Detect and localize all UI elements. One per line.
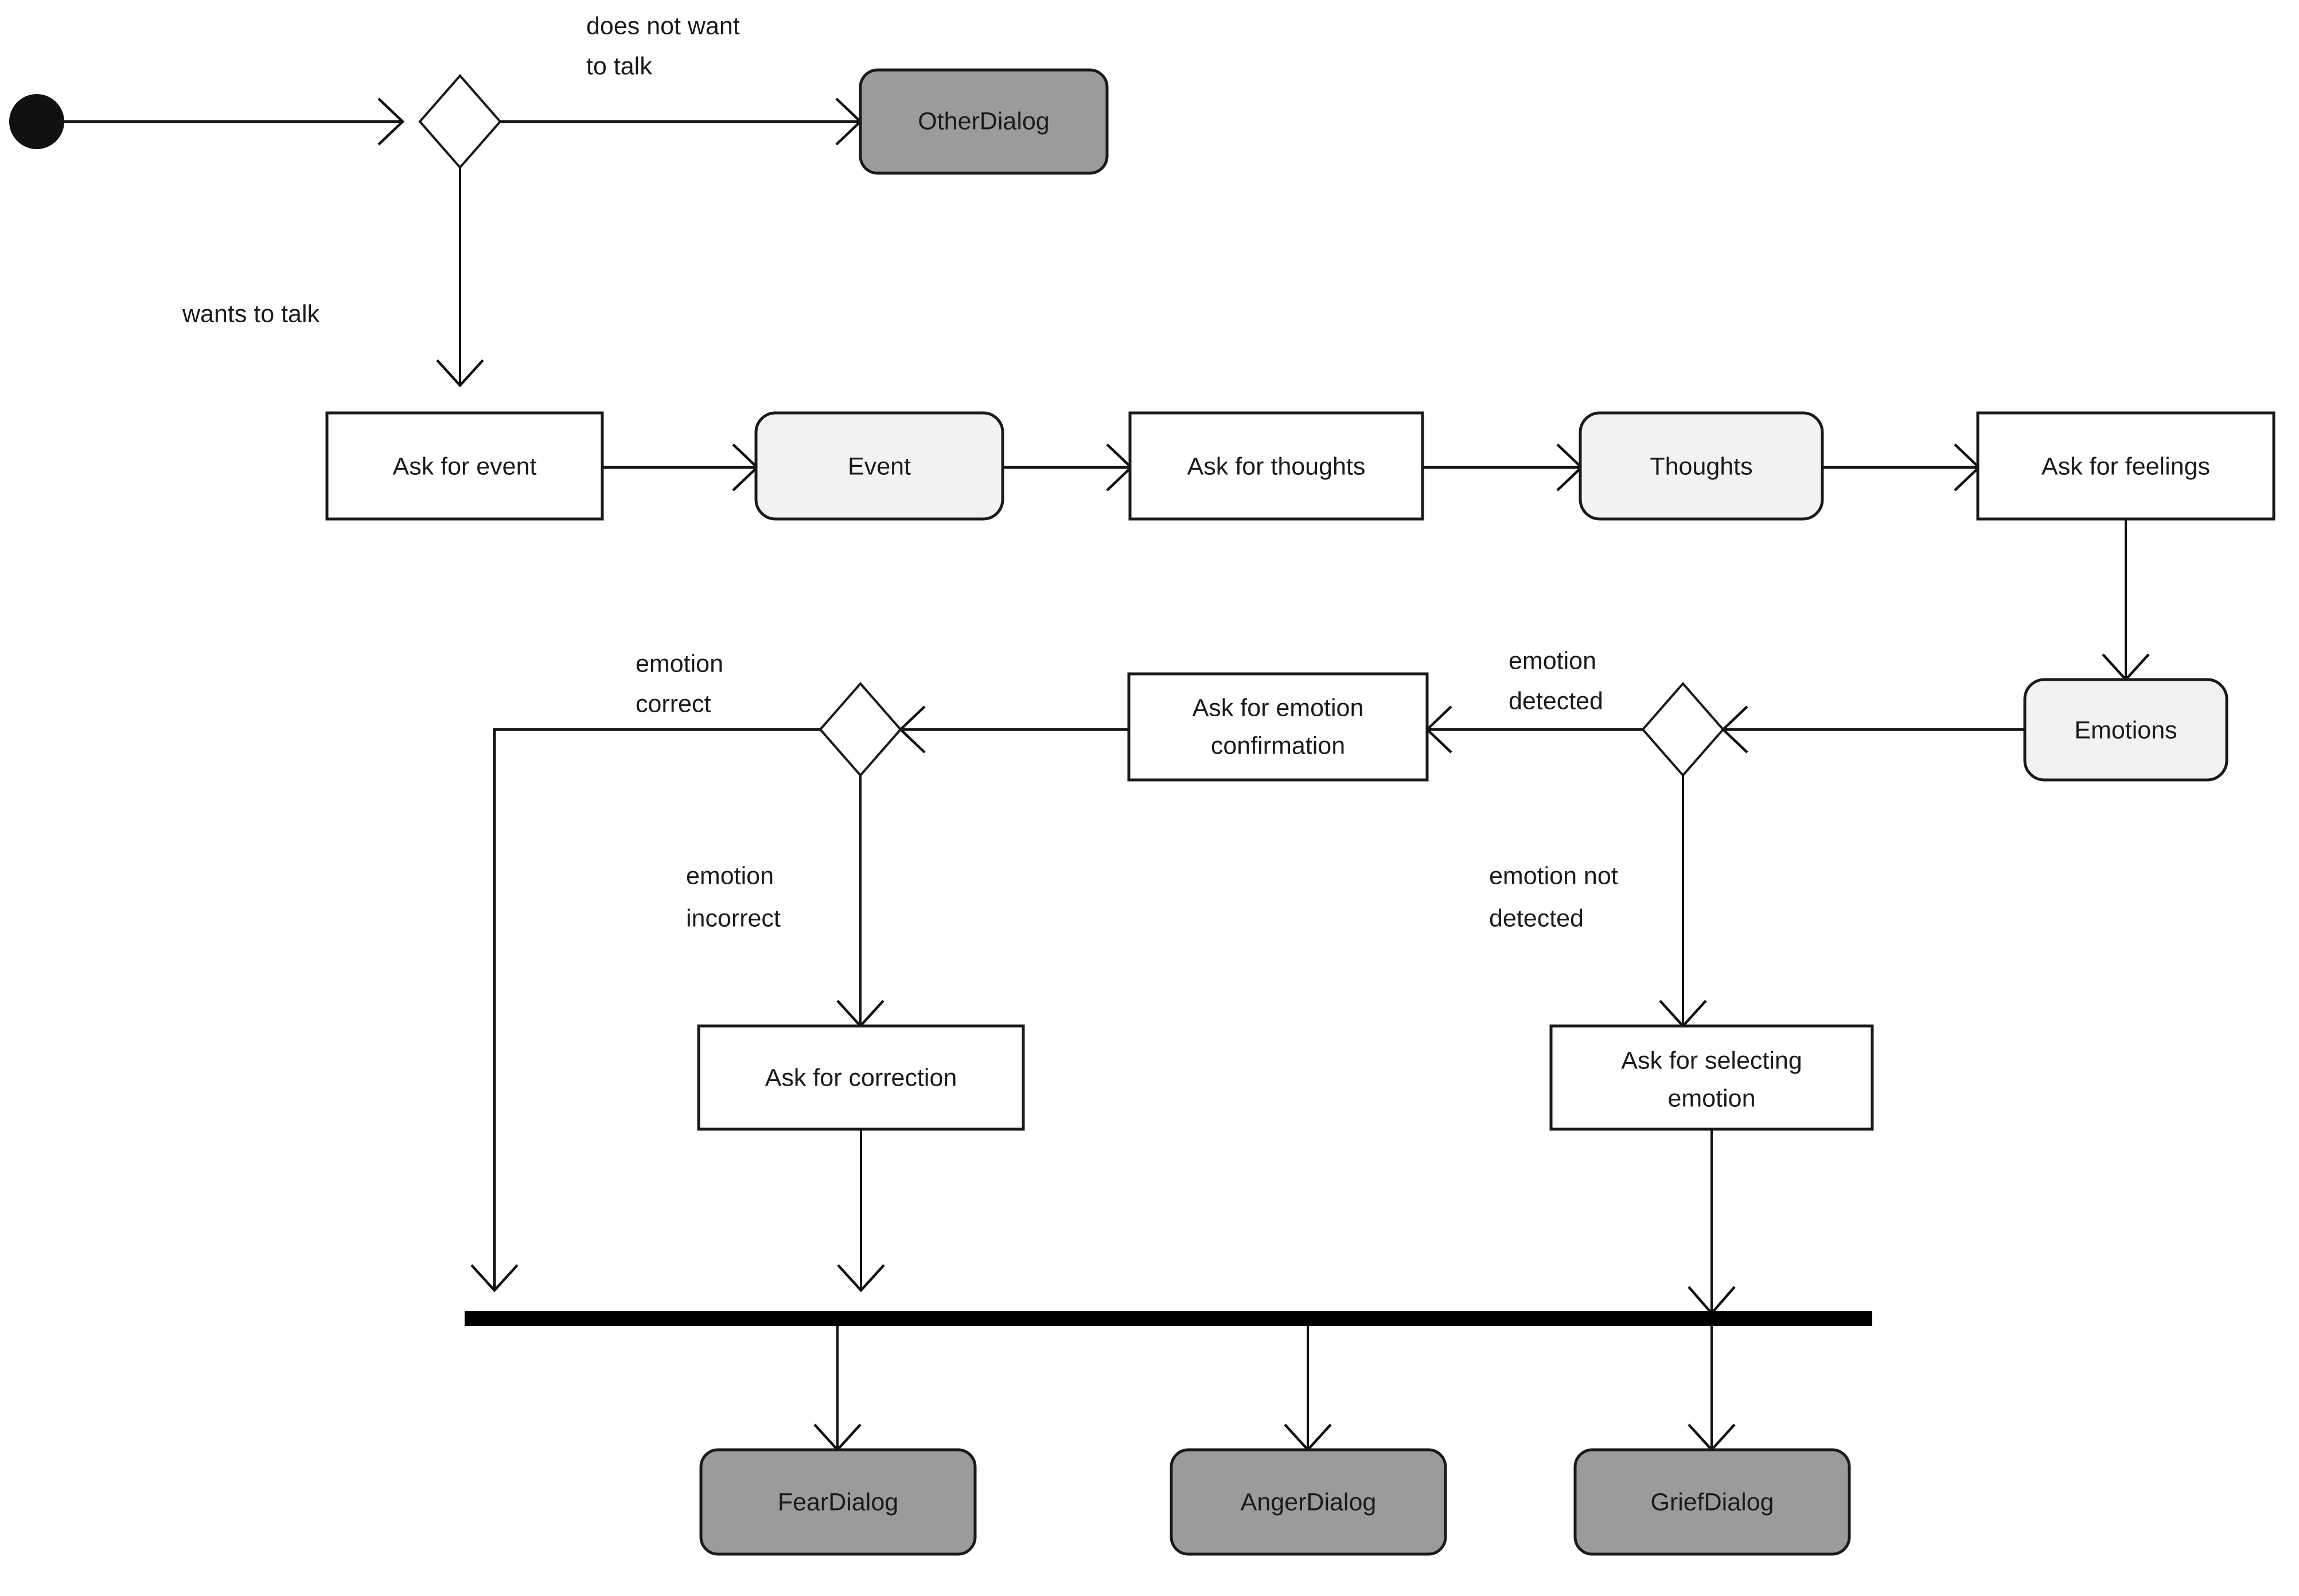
edge-label-emotion-detected-line2: detected <box>1509 687 1603 715</box>
arrow-head-icon <box>377 97 405 146</box>
edge-label-emotion-not-detected-line1: emotion not <box>1489 862 1618 889</box>
edge-label-emotion-incorrect-line1: emotion <box>686 862 774 889</box>
edge-label-emotion-not-detected-line2: detected <box>1489 904 1584 932</box>
node-label-ask-for-selecting-emotion-line1: Ask for selecting <box>1621 1047 1802 1074</box>
edge-label-emotion-correct-line2: correct <box>636 690 711 717</box>
node-label-thoughts: Thoughts <box>1650 452 1752 480</box>
node-label-ask-for-feelings: Ask for feelings <box>2041 452 2210 480</box>
merge-fork-bar[interactable] <box>465 1311 1872 1326</box>
node-label-fear-dialog: FearDialog <box>778 1488 898 1516</box>
node-label-other-dialog: OtherDialog <box>918 107 1049 135</box>
edge-emotion-correct <box>493 728 820 1289</box>
node-ask-for-feelings[interactable] <box>1976 411 2275 521</box>
edge-label-wants-to-talk: wants to talk <box>182 300 319 327</box>
edge-label-emotion-incorrect-line2: incorrect <box>686 904 781 932</box>
initial-node[interactable] <box>9 94 64 149</box>
node-ask-for-selecting-emotion[interactable] <box>1549 1024 1874 1131</box>
node-ask-for-thoughts[interactable] <box>1128 411 1424 521</box>
node-other-dialog[interactable] <box>859 68 1109 175</box>
edge-label-does-not-want-to-talk-line2: to talk <box>586 52 652 80</box>
node-label-event: Event <box>848 452 911 480</box>
node-label-ask-for-emotion-confirmation-line2: confirmation <box>1211 732 1345 759</box>
node-ask-for-correction[interactable] <box>697 1024 1025 1131</box>
node-label-ask-for-emotion-confirmation-line1: Ask for emotion <box>1193 694 1364 721</box>
node-label-ask-for-thoughts: Ask for thoughts <box>1187 452 1366 480</box>
edge-label-emotion-correct-line1: emotion <box>636 650 723 677</box>
arrow-head-icon <box>436 359 484 388</box>
node-label-anger-dialog: AngerDialog <box>1241 1488 1377 1516</box>
node-anger-dialog[interactable] <box>1170 1448 1447 1556</box>
node-label-ask-for-event: Ask for event <box>393 452 537 480</box>
decision-node-emotion-detected[interactable] <box>1641 681 1725 778</box>
decision-node-emotion-correct[interactable] <box>819 681 902 778</box>
edge-label-emotion-detected-line1: emotion <box>1509 647 1596 674</box>
node-fear-dialog[interactable] <box>699 1448 977 1556</box>
decision-node-wants-to-talk[interactable] <box>418 73 502 170</box>
node-ask-for-emotion-confirmation[interactable] <box>1127 672 1429 782</box>
node-label-emotions: Emotions <box>2074 716 2177 744</box>
edge-label-does-not-want-to-talk-line1: does not want <box>586 12 740 40</box>
node-grief-dialog[interactable] <box>1573 1448 1851 1556</box>
node-label-ask-for-correction: Ask for correction <box>765 1064 957 1091</box>
arrow-head-icon <box>470 1264 519 1293</box>
node-label-ask-for-selecting-emotion-line2: emotion <box>1668 1084 1756 1112</box>
arrow-head-icon <box>837 1264 885 1293</box>
node-label-grief-dialog: GriefDialog <box>1650 1488 1774 1516</box>
